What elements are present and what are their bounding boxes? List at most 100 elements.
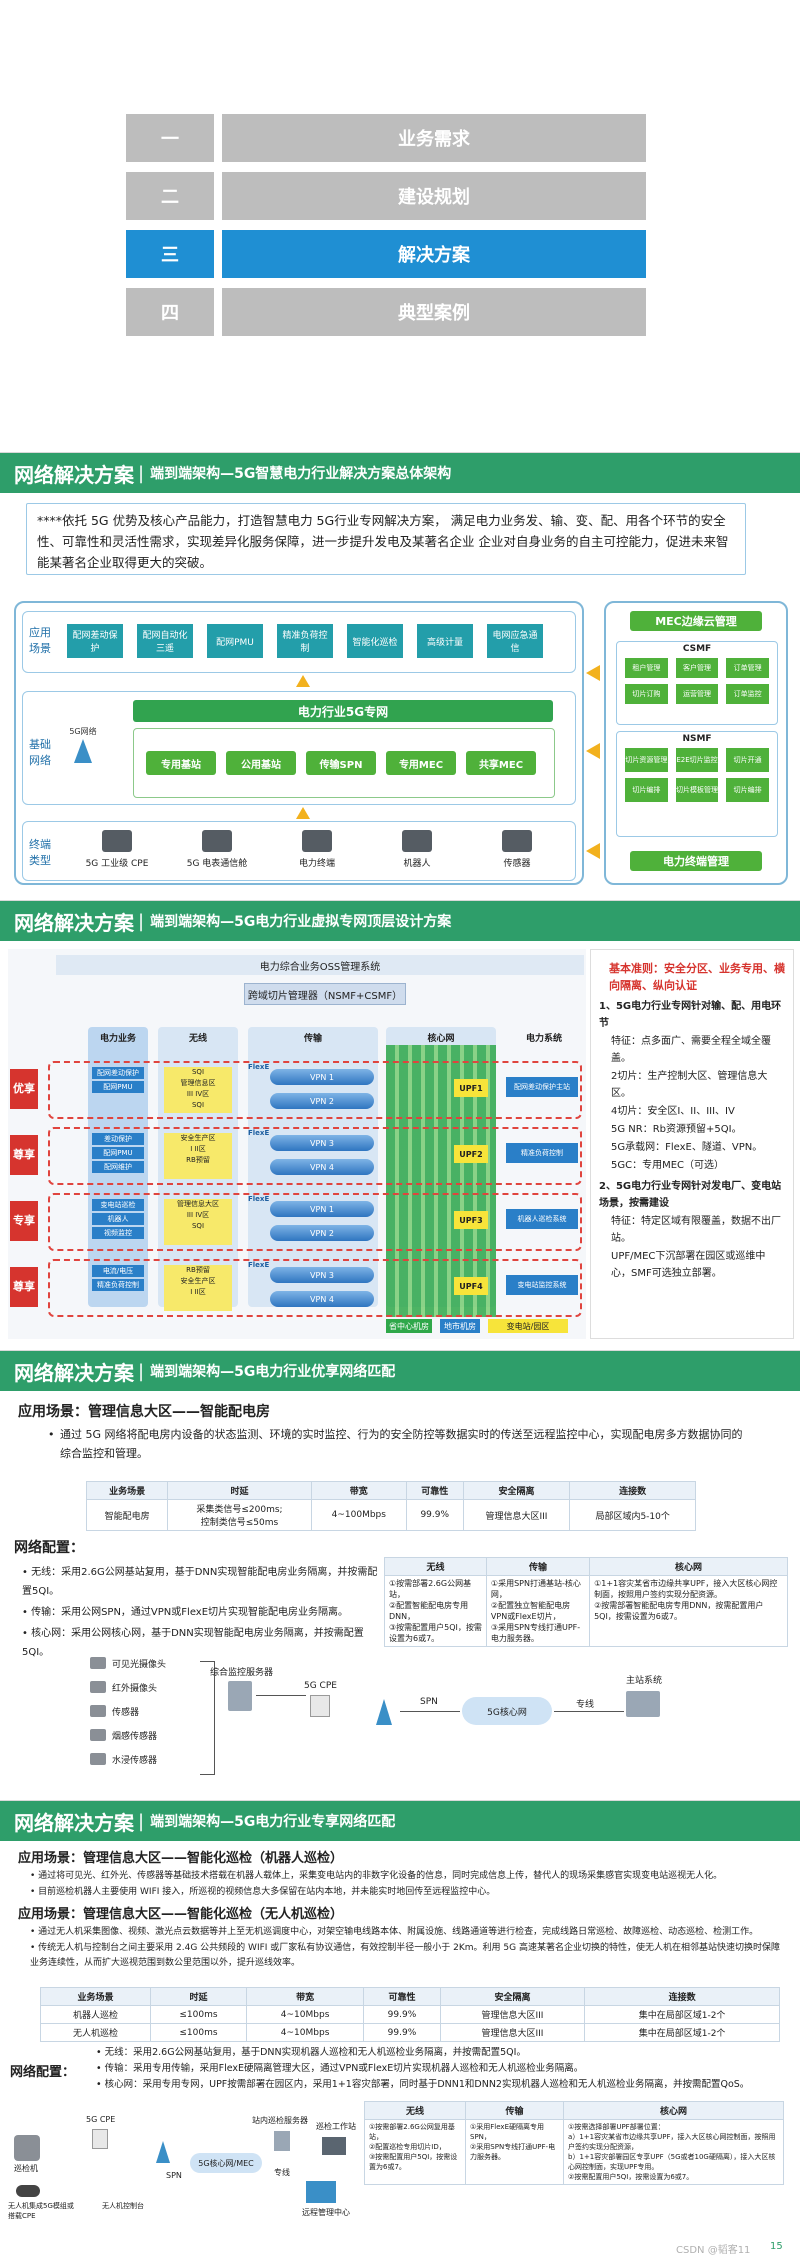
toc-item[interactable]: 四 典型案例 [126,288,646,336]
design-notes: 基本准则：安全分区、业务专用、横向隔离、纵向认证 1、5G电力行业专网针对输、配… [590,949,794,1339]
net-item: 传输SPN [306,751,376,775]
upf-box: UPF1 [454,1079,488,1097]
core-cloud-icon: 5G核心网/MEC [190,2153,262,2173]
watermark: CSDN @韬客11 [676,2245,751,2256]
req-table: 业务场景时延带宽可靠性安全隔离连接数 智能配电房采集类信号≤200ms; 控制类… [85,1481,696,1531]
toc-label: 典型案例 [222,288,646,336]
spn-label: SPN [420,1697,438,1707]
csmf-item: 订单监控 [726,684,769,704]
service-item: 变电站巡检 [92,1199,144,1211]
slice-row-frame [48,1259,582,1317]
device-item: 红外摄像头 [90,1675,200,1699]
toc-label: 业务需求 [222,114,646,162]
device-label: 红外摄像头 [112,1683,158,1694]
csmf-items: 租户管理客户管理订单管理切片订购运营管理订单监控 [617,654,777,708]
service-item: 精准负荷控制 [92,1279,144,1291]
toc-label: 解决方案 [222,230,646,278]
terminal-item: 传感器 [467,826,567,869]
nsmf-item: 切片模板管理 [675,778,719,802]
terminal-icon [102,830,132,852]
flexe-label: FlexE [248,1063,270,1071]
net-item: 专用基站 [146,751,216,775]
toc-page: 一 业务需求 二 建设规划 三 解决方案 四 典型案例 [0,0,800,448]
table-header-cell: 安全隔离 [439,1987,586,2006]
diagram-label: 5G核心网/MEC [198,2158,254,2168]
bottom-label: 变电站/园区 [488,1319,568,1333]
table-header-row: 业务场景时延带宽可靠性安全隔离连接数 [85,1481,696,1500]
table-cell: 集中在局部区域1-2个 [584,2005,780,2024]
device-label: 水浸传感器 [112,1755,158,1766]
net-icon-label: 5G网络 [69,727,97,736]
cpe-label: 5G CPE [304,1681,337,1691]
config-header-cell: 传输 [485,1557,591,1576]
toc-item[interactable]: 一 业务需求 [126,114,646,162]
service-item: 配网PMU [92,1147,144,1159]
terminal-label: 电力终端 [298,859,335,869]
note-item: 5G承载网：FlexE、隧道、VPN。 [611,1142,763,1153]
bullet-text: 目前巡检机器人主要使用 WIFI 接入，所巡视的视频信息大多保留在站内本地，并未… [38,1887,496,1897]
app-label: 应用 场景 [29,626,51,655]
radio-slice: 管理信息大区 III IV区 SQI [164,1199,232,1245]
section-title: 网络解决方案 [14,1810,134,1835]
server-icon [228,1681,252,1711]
tower-icon [376,1699,392,1725]
arch-page: 网络解决方案 | 端到端架构—5G智慧电力行业解决方案总体架构 ****依托 5… [0,452,800,899]
upf-box: UPF4 [454,1277,488,1295]
mec-mgmt: MEC边缘云管理 [630,611,762,631]
config-table: 无线传输核心网 ①按需部署2.6G公网复用基站， ②配置巡检专用切片ID， ③按… [364,2101,784,2185]
bullet-text: 通过无人机采集图像、视频、激光点云数据等并上至无机巡调度中心，对架空输电线路本体… [38,1927,759,1937]
bottom-label: 省中心机房 [386,1319,432,1333]
term-mgmt: 电力终端管理 [630,851,762,871]
table-cell: 4~100Mbps [310,1499,407,1531]
device-list: 可见光摄像头红外摄像头传感器烟感传感器水浸传感器 [90,1651,200,1771]
nsmf-item: 切片编排 [726,778,769,802]
toc-item-active[interactable]: 三 解决方案 [126,230,646,278]
link-line [400,1711,460,1712]
slice-label: 优享 [10,1069,38,1109]
table-header-cell: 可靠性 [363,1987,441,2006]
app-item: 精准负荷控制 [277,624,333,658]
diagram-label: 远程管理中心 [302,2208,350,2217]
scene1-title: 应用场景：管理信息大区——智能化巡检（机器人巡检） [18,1851,344,1866]
config-header-cell: 无线 [364,2101,466,2120]
config-header-cell: 核心网 [589,1557,788,1576]
inspection-diagram: 巡检机 5G CPE SPN 5G核心网/MEC 站内巡检服务器 专线 巡检工作… [6,2101,366,2251]
header-divider: | [138,1360,145,1382]
device-label: 可见光摄像头 [112,1659,167,1670]
radio-slice: RB预留 安全生产区 I II区 [164,1265,232,1311]
toc-item[interactable]: 二 建设规划 [126,172,646,220]
config-table: 无线传输核心网 ①按需部署2.6G公网基站， ②配置智能配电房专用DNN， ③按… [384,1557,788,1647]
up-arrow-icon [296,807,310,819]
table-header-cell: 带宽 [310,1481,407,1500]
vpn-pipe: VPN 1 [270,1201,374,1217]
table-header-cell: 业务场景 [85,1481,169,1500]
intro-text: ****依托 5G 优势及核心产品能力，打造智慧电力 5G行业专网解决方案， 满… [37,513,729,570]
app-item: 配网PMU [207,624,263,658]
config-header-row: 无线传输核心网 [364,2101,784,2120]
table-cell: 集中在局部区域1-2个 [584,2023,780,2042]
device-icon [90,1729,106,1741]
net-item: 公用基站 [226,751,296,775]
header-divider: | [138,462,145,484]
csmf-item: 租户管理 [625,658,668,678]
power-system-box: 机器人巡检系统 [506,1209,578,1229]
table-header-cell: 连接数 [584,1987,780,2006]
slice-row-frame [48,1193,582,1251]
bullet: • 通过将可见光、红外光、传感器等基础技术搭载在机器人载体上，采集变电站内的非数… [30,1871,723,1881]
header-divider: | [138,1810,145,1832]
diagram-label: SPN [166,2171,182,2180]
section-subtitle: 端到端架构—5G电力行业专享网络匹配 [150,1814,396,1830]
flexe-label: FlexE [248,1195,270,1203]
config-item: • 无线：采用2.6G公网基站复用，基于DNN实现机器人巡检和无人机巡检业务隔离… [96,2047,526,2058]
diagram-label: 无人机集成5G模组或搭载CPE [8,2202,74,2220]
bottom-label: 地市机房 [440,1319,480,1333]
section-subtitle: 端到端架构—5G智慧电力行业解决方案总体架构 [150,466,452,482]
